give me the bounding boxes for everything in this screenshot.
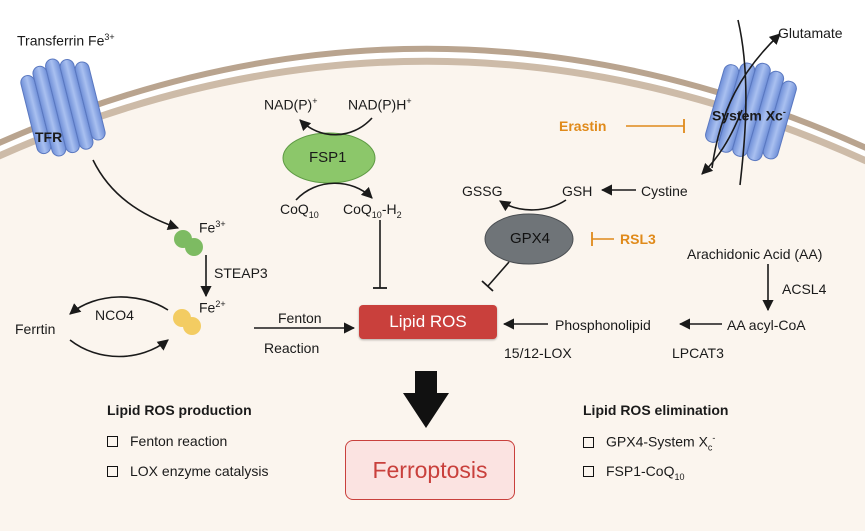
system-xc-label: System Xc-	[712, 107, 786, 124]
production-title: Lipid ROS production	[107, 402, 252, 418]
phospholipid-label: Phosphonolipid	[555, 317, 651, 333]
gpx4-label: GPX4	[510, 230, 551, 247]
nadph-label: NAD(P)H+	[348, 96, 412, 113]
lox-label: 15/12-LOX	[504, 345, 572, 361]
cytoplasm	[0, 61, 865, 531]
tfr-label: TFR	[35, 129, 63, 145]
gpx4-inhibit-bar	[481, 280, 494, 292]
elimination-title: Lipid ROS elimination	[583, 402, 729, 418]
nco4-label: NCO4	[95, 307, 134, 323]
lipid-ros-box: Lipid ROS	[359, 305, 497, 339]
fsp1-label: FSP1	[309, 149, 347, 166]
coq10-to-coq10h2-arrow	[295, 182, 373, 201]
fe3-dots	[174, 230, 203, 256]
aa-label: Arachidonic Acid (AA)	[687, 246, 823, 262]
aa-acyl-coa-label: AA acyl-CoA	[727, 317, 806, 333]
erastin-label: Erastin	[559, 118, 607, 134]
gpx4-ellipse	[484, 213, 574, 265]
fe2-to-ferritin-arrow	[69, 296, 169, 315]
gsh-to-gssg-arrow	[499, 199, 567, 212]
steap3-label: STEAP3	[214, 265, 268, 281]
ferroptosis-box: Ferroptosis	[345, 440, 515, 500]
production-item-lox: LOX enzyme catalysis	[107, 464, 269, 478]
coq10h2-label: CoQ10-H2	[343, 201, 402, 220]
fenton-label: Fenton	[278, 310, 322, 326]
cystine-label: Cystine	[641, 183, 688, 199]
transferrin-label: Transferrin Fe3+	[17, 32, 115, 49]
gssg-label: GSSG	[462, 183, 503, 199]
cystine-import-line	[737, 19, 747, 186]
lpcat3-label: LPCAT3	[672, 345, 724, 361]
glutamate-export-arrow	[711, 33, 781, 169]
elimination-item-fsp1: FSP1-CoQ10	[583, 464, 684, 482]
reaction-label: Reaction	[264, 340, 320, 356]
nadp-plus-label: NAD(P)+	[264, 96, 318, 113]
gpx4-inhibit-line	[487, 261, 510, 287]
fe2-dots	[173, 309, 201, 335]
big-down-arrow-icon	[403, 371, 449, 428]
rsl3-label: RSL3	[620, 231, 656, 247]
fe3-label: Fe3+	[199, 219, 226, 236]
tfr-to-fe3-arrow	[92, 159, 180, 231]
tfr-channel-icon	[20, 58, 106, 157]
acsl4-label: ACSL4	[782, 281, 827, 297]
fe2-label: Fe2+	[199, 299, 226, 316]
coq10-label: CoQ10	[280, 201, 319, 220]
gsh-label: GSH	[562, 183, 593, 199]
ferritin-label: Ferrtin	[15, 321, 56, 337]
elimination-item-gpx4: GPX4-System Xc-	[583, 434, 715, 452]
ferritin-to-fe2-arrow	[69, 339, 169, 358]
cystine-import-arrow	[701, 109, 743, 175]
glutamate-label: Glutamate	[778, 25, 843, 41]
production-item-fenton: Fenton reaction	[107, 434, 227, 448]
nadph-to-nadp-arrow	[299, 117, 373, 136]
